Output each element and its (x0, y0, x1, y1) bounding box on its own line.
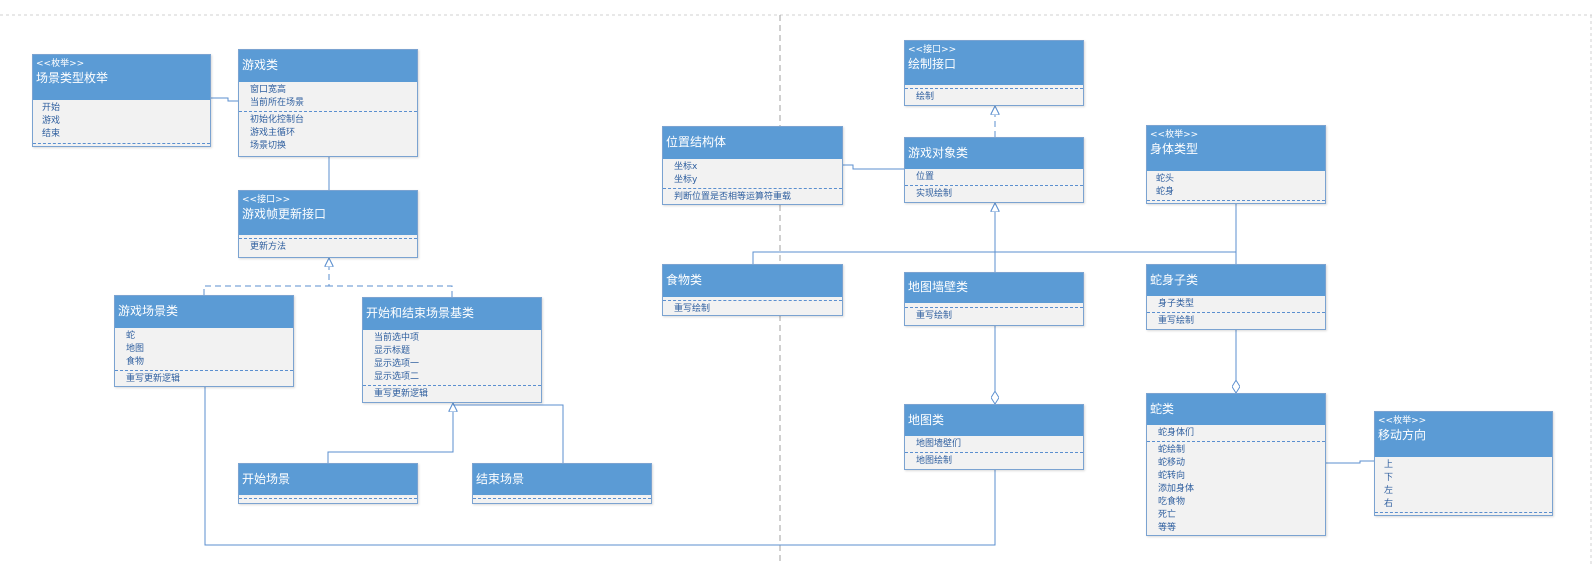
attribute: 显示选项一 (374, 359, 420, 369)
method: 实现绘制 (916, 189, 953, 199)
method: 重写绘制 (1158, 316, 1195, 326)
class-move-direction-enum[interactable]: <<枚举>> 移动方向 上 下 左 右 (1374, 411, 1553, 516)
class-name: 开始和结束场景基类 (366, 306, 475, 320)
class-name: 地图墙壁类 (908, 280, 969, 294)
class-name: 游戏帧更新接口 (242, 207, 327, 221)
struct-position[interactable]: 位置结构体 坐标x 坐标y 判断位置是否相等运算符重载 (662, 126, 843, 205)
class-game[interactable]: 游戏类 窗口宽高 当前所在场景 初始化控制台 游戏主循环 场景切换 (238, 49, 418, 157)
attribute: 右 (1384, 499, 1394, 509)
class-name: 蛇身子类 (1150, 273, 1199, 287)
class-name: 绘制接口 (908, 57, 957, 71)
stereotype: <<枚举>> (36, 59, 85, 69)
method: 蛇移动 (1158, 458, 1186, 468)
edge-end-scene-inherit (453, 404, 564, 463)
class-name: 食物类 (666, 273, 703, 287)
attribute: 当前所在场景 (250, 98, 305, 108)
edge-enum-to-game (211, 97, 240, 102)
class-map-wall[interactable]: 地图墙壁类 重写绘制 (904, 272, 1084, 326)
class-name: 游戏场景类 (118, 304, 179, 318)
class-name: 场景类型枚举 (36, 71, 109, 85)
edge-realize-base (329, 258, 453, 297)
method: 蛇转向 (1158, 471, 1186, 481)
method: 更新方法 (250, 242, 287, 252)
attribute: 蛇 (126, 331, 136, 341)
attribute: 窗口宽高 (250, 85, 287, 95)
class-name: 开始场景 (242, 472, 291, 486)
class-game-scene[interactable]: 游戏场景类 蛇 地图 食物 重写更新逻辑 (114, 295, 294, 387)
method: 添加身体 (1158, 484, 1195, 494)
attribute: 当前选中项 (374, 333, 420, 343)
class-name: 结束场景 (476, 472, 525, 486)
edge-game-scene-to-map (204, 387, 996, 546)
attribute: 下 (1384, 473, 1394, 483)
class-name: 移动方向 (1378, 428, 1427, 442)
class-name: 位置结构体 (666, 135, 727, 149)
class-start-scene[interactable]: 开始场景 (238, 463, 418, 504)
class-snake-body[interactable]: 蛇身子类 身子类型 重写绘制 (1146, 264, 1326, 330)
method: 蛇绘制 (1158, 445, 1186, 455)
attribute: 上 (1384, 460, 1394, 470)
class-start-end-base[interactable]: 开始和结束场景基类 当前选中项 显示标题 显示选项一 显示选项二 重写更新逻辑 (362, 297, 542, 403)
attribute: 结束 (42, 129, 61, 139)
method: 场景切换 (250, 141, 287, 151)
method: 重写更新逻辑 (126, 374, 181, 384)
attribute: 地图 (126, 344, 145, 354)
method: 重写绘制 (916, 311, 953, 321)
class-map[interactable]: 地图类 地图墙壁们 地图绘制 (904, 404, 1084, 470)
method: 游戏主循环 (250, 128, 296, 138)
attribute: 蛇身体们 (1158, 428, 1195, 438)
attribute: 蛇身 (1156, 187, 1175, 197)
attribute: 地图墙壁们 (916, 439, 962, 449)
stereotype: <<接口>> (242, 195, 291, 205)
method: 吃食物 (1158, 497, 1186, 507)
class-name: 游戏类 (242, 58, 279, 72)
edge-food-branch (752, 251, 1237, 264)
class-body-type-enum[interactable]: <<枚举>> 身体类型 蛇头 蛇身 (1146, 125, 1326, 204)
class-name: 地图类 (908, 413, 945, 427)
class-end-scene[interactable]: 结束场景 (472, 463, 652, 504)
class-food[interactable]: 食物类 重写绘制 (662, 264, 843, 316)
stereotype: <<接口>> (908, 45, 957, 55)
class-game-object[interactable]: 游戏对象类 位置 实现绘制 (904, 137, 1084, 203)
attribute: 坐标y (674, 175, 698, 185)
attribute: 开始 (42, 103, 61, 113)
method: 判断位置是否相等运算符重载 (674, 192, 792, 202)
class-name: 游戏对象类 (908, 146, 969, 160)
edge-start-scene-inherit (327, 403, 453, 463)
method: 地图绘制 (916, 456, 953, 466)
class-snake[interactable]: 蛇类 蛇身体们 蛇绘制 蛇移动 蛇转向 添加身体 吃食物 死亡 等等 (1146, 393, 1326, 536)
attribute: 蛇头 (1156, 174, 1175, 184)
attribute: 左 (1384, 486, 1394, 496)
stereotype: <<枚举>> (1378, 416, 1427, 426)
attribute: 显示标题 (374, 346, 411, 356)
method: 死亡 (1158, 510, 1177, 520)
attribute: 身子类型 (1158, 299, 1195, 309)
class-name: 蛇类 (1150, 402, 1175, 416)
method: 初始化控制台 (250, 115, 305, 125)
attribute: 位置 (916, 172, 935, 182)
interface-draw[interactable]: <<接口>> 绘制接口 绘制 (904, 40, 1084, 106)
attribute: 显示选项二 (374, 372, 420, 382)
class-name: 身体类型 (1150, 142, 1199, 156)
method: 重写绘制 (674, 304, 711, 314)
attribute: 坐标x (674, 162, 698, 172)
edge-snake-to-direction (1326, 460, 1374, 464)
class-scene-type-enum[interactable]: <<枚举>> 场景类型枚举 开始 游戏 结束 (32, 54, 211, 147)
edge-realize-game-scene (203, 285, 329, 295)
edge-position-to-object (843, 164, 906, 170)
method: 等等 (1158, 523, 1177, 533)
attribute: 游戏 (42, 116, 61, 126)
attribute: 食物 (126, 357, 145, 367)
interface-frame-update[interactable]: <<接口>> 游戏帧更新接口 更新方法 (238, 190, 418, 258)
stereotype: <<枚举>> (1150, 130, 1199, 140)
method: 绘制 (916, 92, 935, 102)
method: 重写更新逻辑 (374, 389, 429, 399)
